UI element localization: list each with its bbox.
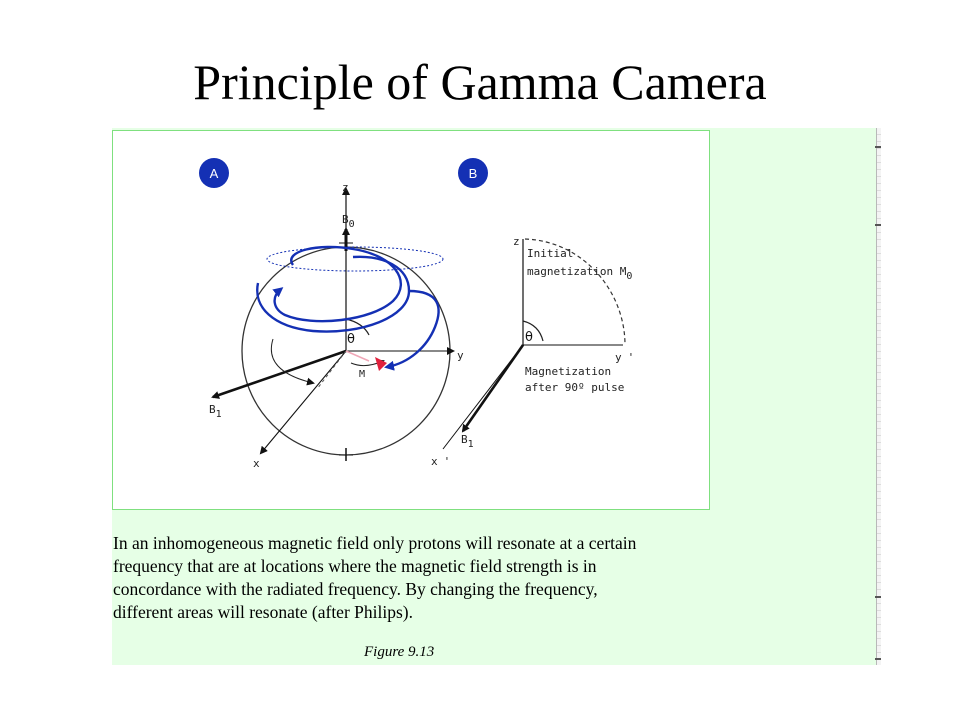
caption-line-1: In an inhomogeneous magnetic field only … [113, 533, 637, 553]
caption-line-4: different areas will resonate (after Phi… [113, 602, 413, 622]
label-after-2: after 90º pulse [525, 381, 624, 394]
label-b1-a: B1 [209, 403, 222, 420]
rotation-arc [524, 238, 626, 346]
panel-a-diagram: z B0 y x B1 θ M [209, 181, 464, 470]
panel-a-letter: A [210, 166, 219, 181]
label-z-b: z [513, 235, 520, 248]
b1-arrow-b [461, 344, 525, 433]
panel-b-badge: B [458, 158, 488, 188]
label-y-a: y [457, 349, 464, 362]
magnetization-marker [375, 357, 387, 371]
label-theta-a: θ [347, 332, 355, 347]
panel-b-letter: B [469, 166, 478, 181]
label-b0: B0 [342, 213, 355, 230]
precession-spiral-outer [256, 255, 411, 333]
label-z-a: z [342, 181, 349, 194]
x-axis-a [259, 350, 347, 455]
precession-spiral-tail [384, 289, 440, 371]
label-m: M [359, 369, 365, 380]
label-initial-2: magnetization M0 [527, 265, 632, 282]
label-after-1: Magnetization [525, 365, 611, 378]
figure-image: A B [112, 130, 710, 510]
label-x-a: x [253, 457, 260, 470]
caption-line-3: concordance with the radiated frequency.… [113, 579, 598, 599]
figure-number: Figure 9.13 [364, 644, 435, 660]
label-theta-b: θ [525, 330, 533, 345]
label-x-b: x' [431, 455, 450, 468]
panel-scroll-edge [875, 128, 881, 665]
panel-a-badge: A [199, 158, 229, 188]
slide-title: Principle of Gamma Camera [193, 54, 767, 110]
label-y-b: y' [615, 351, 634, 364]
label-b1-b: B1 [461, 433, 474, 450]
precession-spiral [272, 245, 403, 323]
label-initial-1: Initial [527, 247, 573, 260]
caption-line-2: frequency that are at locations where th… [113, 556, 597, 576]
precession-ellipse [266, 246, 444, 272]
figure-caption: In an inhomogeneous magnetic field only … [113, 532, 733, 624]
b1-arrow-a [211, 349, 347, 399]
panel-b-diagram: z Initial magnetization M0 θ y' Magnetiz… [431, 235, 634, 468]
